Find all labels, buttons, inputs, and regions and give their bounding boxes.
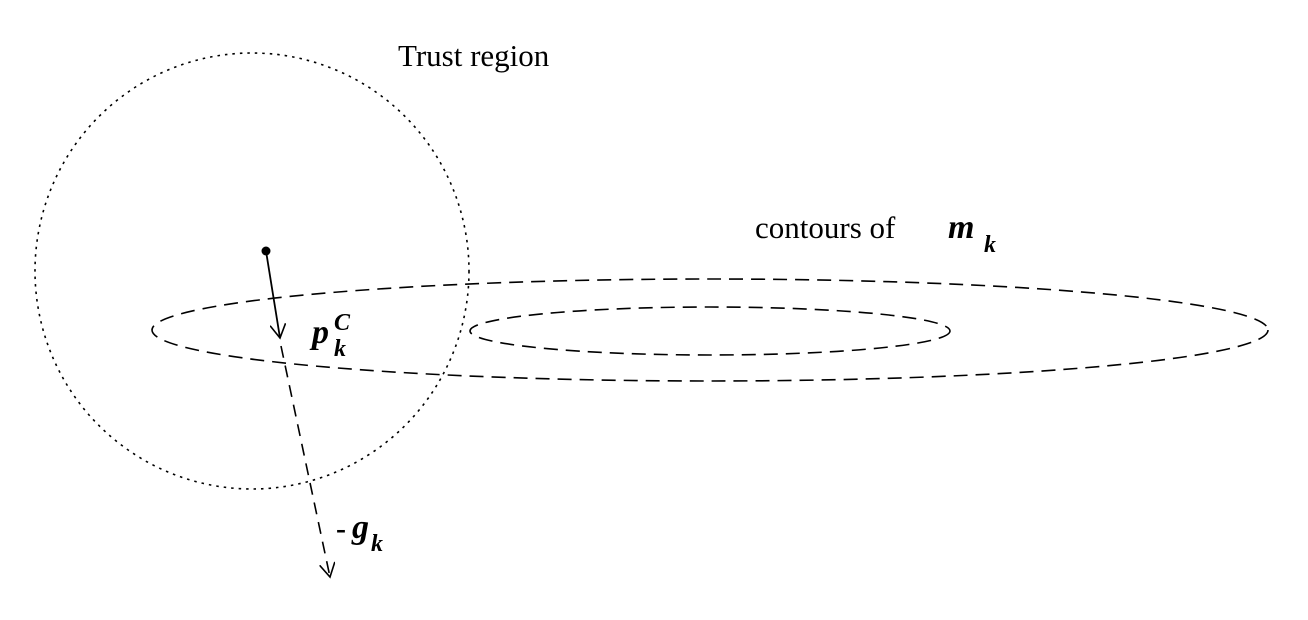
trust-region-circle [34, 52, 470, 490]
model-symbol: m [948, 209, 974, 246]
cauchy-point-symbol: p [309, 314, 329, 351]
negative-gradient-arrow [280, 345, 330, 577]
cauchy-step-arrow [265, 250, 280, 338]
gradient-minus-sign: - [336, 512, 346, 545]
cauchy-point-subscript: k [334, 336, 346, 362]
contours-label: contours of [755, 210, 896, 245]
outer-contour [151, 278, 1269, 382]
trust-region-label: Trust region [398, 38, 550, 73]
inner-contour [469, 306, 951, 356]
gradient-subscript: k [371, 531, 383, 557]
model-subscript: k [984, 232, 996, 258]
cauchy-point-superscript: C [334, 310, 351, 336]
gradient-symbol: g [351, 509, 369, 546]
